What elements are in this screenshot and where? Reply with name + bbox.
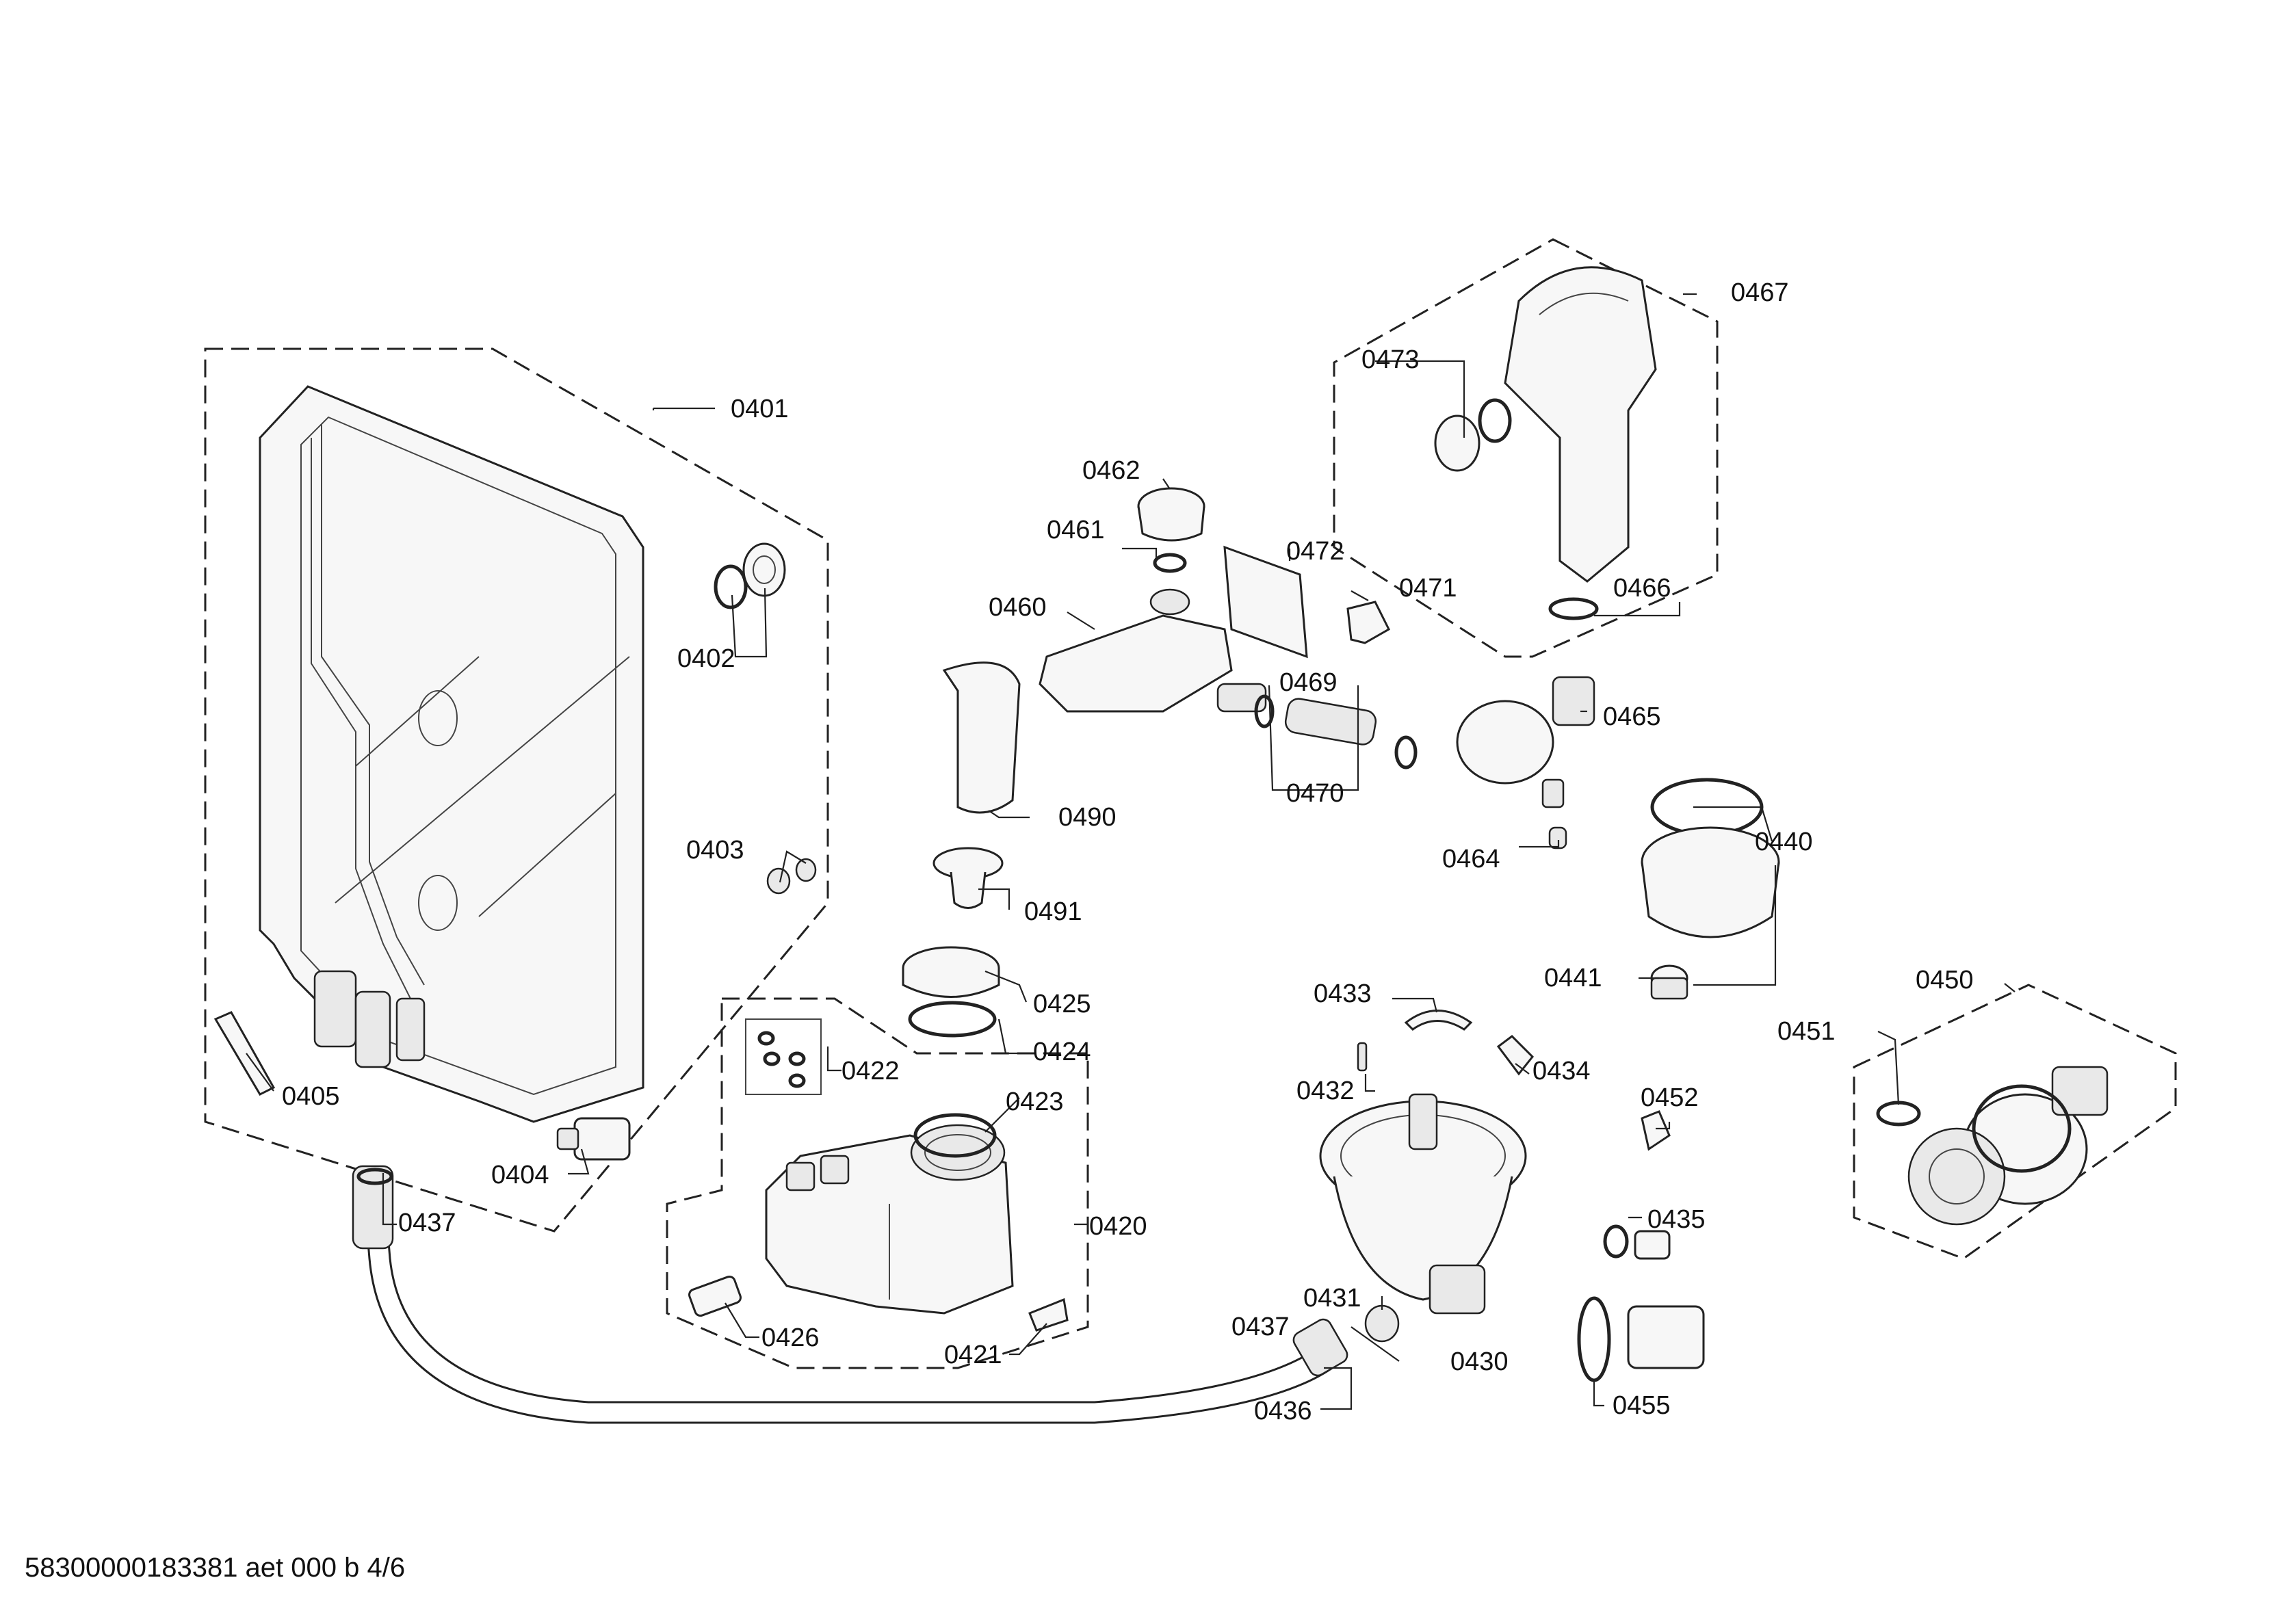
- housing-0440-part: [1641, 826, 1780, 938]
- group-0450-boundary: [1853, 984, 2177, 1260]
- ring-0431-part: [1364, 1304, 1400, 1343]
- impeller-0473-part: [1434, 398, 1512, 472]
- label-0467: 0467: [1731, 278, 1789, 307]
- clip-0434-part: [1496, 1035, 1535, 1076]
- label-0451: 0451: [1777, 1017, 1836, 1046]
- label-0404: 0404: [491, 1161, 549, 1189]
- label-0437-left: 0437: [398, 1209, 456, 1237]
- vent-cap-part: [742, 542, 786, 597]
- plug-0464-part: [1548, 826, 1567, 850]
- clip-0421-part: [1028, 1298, 1069, 1332]
- hose-ring-0437-part: [356, 1168, 393, 1185]
- label-0452: 0452: [1641, 1083, 1699, 1112]
- label-0465: 0465: [1603, 702, 1661, 731]
- seal-ring-part: [714, 564, 748, 609]
- label-0433: 0433: [1314, 979, 1372, 1008]
- label-0402: 0402: [677, 644, 735, 673]
- label-0423: 0423: [1006, 1088, 1064, 1116]
- label-0432: 0432: [1296, 1077, 1355, 1105]
- screw-0432-part: [1357, 1042, 1368, 1072]
- ring-0424-part: [908, 1001, 997, 1038]
- label-0435: 0435: [1647, 1205, 1706, 1234]
- clip-0452-part: [1641, 1110, 1671, 1151]
- group-0401-boundary: [204, 347, 829, 1233]
- label-0424: 0424: [1033, 1038, 1091, 1066]
- label-0461: 0461: [1047, 516, 1105, 544]
- pump-0450-part: [1907, 1066, 2109, 1226]
- valve-0426-part: [688, 1275, 742, 1317]
- label-0437-right: 0437: [1231, 1313, 1290, 1341]
- label-0401: 0401: [731, 395, 789, 423]
- clip-0405-part: [213, 1011, 276, 1096]
- valve-0465-part: [1456, 676, 1595, 808]
- label-0431: 0431: [1303, 1284, 1361, 1313]
- ring-0466-part: [1548, 597, 1599, 620]
- sensor-0435-part: [1603, 1224, 1671, 1260]
- label-0430: 0430: [1450, 1347, 1509, 1376]
- cap-0462-part: [1137, 487, 1205, 542]
- label-0450: 0450: [1916, 966, 1974, 995]
- clip-0471-part: [1346, 601, 1390, 644]
- label-0422: 0422: [842, 1057, 900, 1085]
- label-0421: 0421: [944, 1341, 1002, 1369]
- funnel-0491-part: [932, 847, 1004, 909]
- clamp-0451-part: [1876, 1101, 1921, 1127]
- fitting-0403-part: [766, 858, 817, 895]
- valve-0404-part: [556, 1117, 631, 1161]
- label-0471: 0471: [1399, 574, 1457, 603]
- part-labels: 0401 0402 0403 0404 0405 0437 0420 0421 …: [282, 278, 1974, 1425]
- label-0403: 0403: [686, 836, 744, 865]
- sump-0430-part: [1319, 1093, 1527, 1315]
- plate-0472-part: [1223, 545, 1308, 659]
- sensor-0441-part: [1650, 964, 1688, 1000]
- label-0469: 0469: [1279, 668, 1338, 697]
- label-0455: 0455: [1613, 1391, 1671, 1420]
- clip-0433-part: [1404, 1010, 1473, 1031]
- label-0425: 0425: [1033, 990, 1091, 1018]
- label-0434: 0434: [1532, 1057, 1591, 1085]
- pump-0455-part: [1577, 1296, 1705, 1382]
- label-0490: 0490: [1058, 803, 1117, 832]
- group-0420-boundary: [666, 997, 1089, 1369]
- label-0462: 0462: [1082, 456, 1140, 485]
- label-0420: 0420: [1089, 1212, 1147, 1241]
- label-0473: 0473: [1361, 345, 1420, 374]
- label-0470: 0470: [1286, 779, 1344, 808]
- cap-0425-part: [902, 946, 1000, 998]
- label-0491: 0491: [1024, 897, 1082, 926]
- tank-0460-part: [1039, 588, 1267, 713]
- group-0467-boundary: [1333, 238, 1719, 658]
- label-0440: 0440: [1755, 828, 1813, 856]
- hose-0469-0470-part: [1254, 694, 1418, 769]
- seals-0422-part: [745, 1018, 822, 1095]
- label-0405: 0405: [282, 1082, 340, 1111]
- leader-lines: [246, 293, 2015, 1410]
- label-0436: 0436: [1254, 1397, 1312, 1425]
- drain-hose-part: [352, 1165, 1348, 1424]
- label-0460: 0460: [989, 593, 1047, 622]
- door-panel-part: [259, 385, 644, 1123]
- seal-0423-part: [913, 1113, 997, 1158]
- softener-unit-part: [765, 1124, 1014, 1315]
- drawing-reference-footer: 58300000183381 aet 000 b 4/6: [25, 1553, 406, 1583]
- label-0466: 0466: [1613, 574, 1671, 603]
- label-0464: 0464: [1442, 845, 1500, 873]
- duct-0467-part: [1504, 266, 1657, 583]
- label-0441: 0441: [1544, 964, 1602, 992]
- label-0426: 0426: [761, 1324, 820, 1352]
- ring-0461-part: [1153, 553, 1187, 573]
- label-0472: 0472: [1286, 537, 1344, 566]
- funnel-0490-part: [942, 661, 1021, 814]
